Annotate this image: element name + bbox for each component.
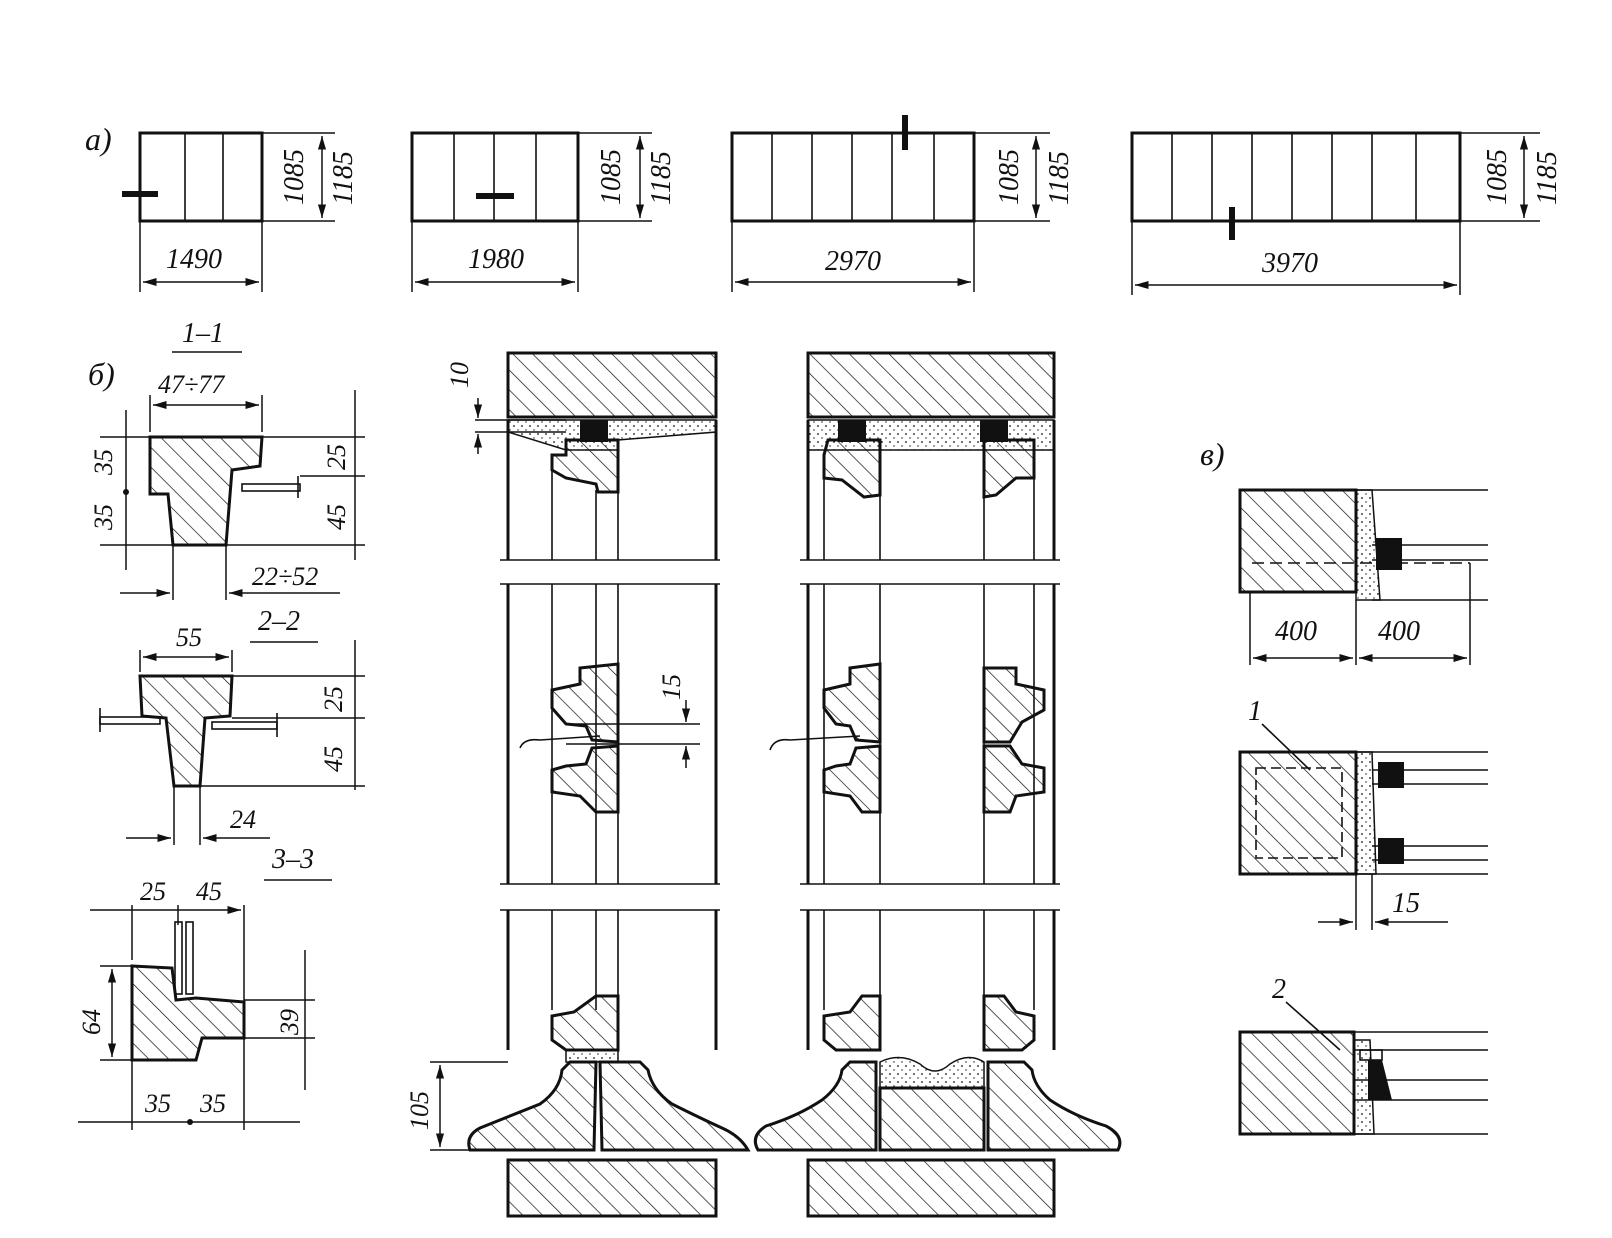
sill-block-2 <box>806 1158 1056 1218</box>
sec33-right: 39 <box>275 1009 304 1036</box>
panel-2-h2: 1185 <box>646 151 677 205</box>
label-a: а) <box>85 121 112 157</box>
sec33-left: 64 <box>77 1009 106 1035</box>
section-2-2-title: 2–2 <box>258 606 300 637</box>
sec22-bottom-dim: 24 <box>230 805 256 834</box>
glass-pane <box>241 483 301 492</box>
sec33-top-2: 45 <box>196 877 222 906</box>
section-3-3-title: 3–3 <box>271 844 314 875</box>
section-3-3: 3–3 25 45 64 39 35 35 <box>77 844 332 1130</box>
panel-3-h1: 1085 <box>994 149 1025 205</box>
profile-3-3 <box>130 964 246 1062</box>
section-1-1-title: 1–1 <box>182 318 224 349</box>
sec11-left-2: 35 <box>89 504 118 531</box>
sec11-left-1: 35 <box>89 449 118 476</box>
label-v: в) <box>1200 436 1225 472</box>
lintel-block <box>506 351 718 419</box>
panel-3970: 1085 1185 3970 <box>1130 131 1563 295</box>
dim-15-center: 15 <box>657 674 686 700</box>
section-1-1: 1–1 47÷77 35 35 25 45 22÷52 <box>89 318 365 600</box>
detail-v-bottom: 2 <box>1238 974 1488 1136</box>
panel-1490: 1085 1185 1490 <box>122 131 359 292</box>
sec22-right-2: 45 <box>319 746 348 772</box>
panel-4-h1: 1085 <box>1482 149 1513 205</box>
callout-2: 2 <box>1272 974 1286 1005</box>
sec11-bottom-dim: 22÷52 <box>252 562 318 591</box>
sill-block <box>506 1158 718 1218</box>
lintel-block-2 <box>806 351 1056 419</box>
sec33-bottom-2: 35 <box>199 1089 226 1118</box>
detail-dim-15: 15 <box>1392 888 1420 919</box>
sec11-right-2: 45 <box>322 504 351 530</box>
panel-4-h2: 1185 <box>1532 151 1563 205</box>
detail-dim-400-right: 400 <box>1378 616 1420 647</box>
panel-4-width: 3970 <box>1261 248 1318 279</box>
vertical-section-single: 10 15 105 <box>405 351 751 1218</box>
panel-2-width: 1980 <box>468 244 524 275</box>
section-2-2: 2–2 55 25 45 24 <box>99 606 365 845</box>
detail-dim-400-left: 400 <box>1275 616 1317 647</box>
sec11-top-dim: 47÷77 <box>158 370 225 399</box>
panel-3-width: 2970 <box>825 246 881 277</box>
vertical-section-double <box>753 351 1122 1218</box>
sec11-right-1: 25 <box>322 444 351 470</box>
sec22-top-dim: 55 <box>176 623 202 652</box>
panel-2970: 1085 1185 2970 <box>730 115 1075 292</box>
glass-right <box>211 721 278 730</box>
sec33-top-1: 25 <box>140 877 166 906</box>
detail-v-top: 400 400 <box>1238 488 1488 665</box>
panel-3-h2: 1185 <box>1044 151 1075 205</box>
dim-105: 105 <box>405 1091 434 1130</box>
sec22-right-1: 25 <box>319 686 348 712</box>
panel-1-h1: 1085 <box>279 149 310 205</box>
panel-2-h1: 1085 <box>596 149 627 205</box>
sec33-bottom-1: 35 <box>144 1089 171 1118</box>
glass-vertical <box>174 921 183 995</box>
profile-2-2 <box>138 674 234 788</box>
label-b: б) <box>88 356 115 392</box>
detail-v-middle: 1 15 <box>1238 696 1488 930</box>
panel-1-h2: 1185 <box>328 151 359 205</box>
panel-1-width: 1490 <box>166 244 222 275</box>
panel-1980: 1085 1185 1980 <box>410 131 677 292</box>
callout-1: 1 <box>1248 696 1262 727</box>
dim-10: 10 <box>445 362 474 388</box>
